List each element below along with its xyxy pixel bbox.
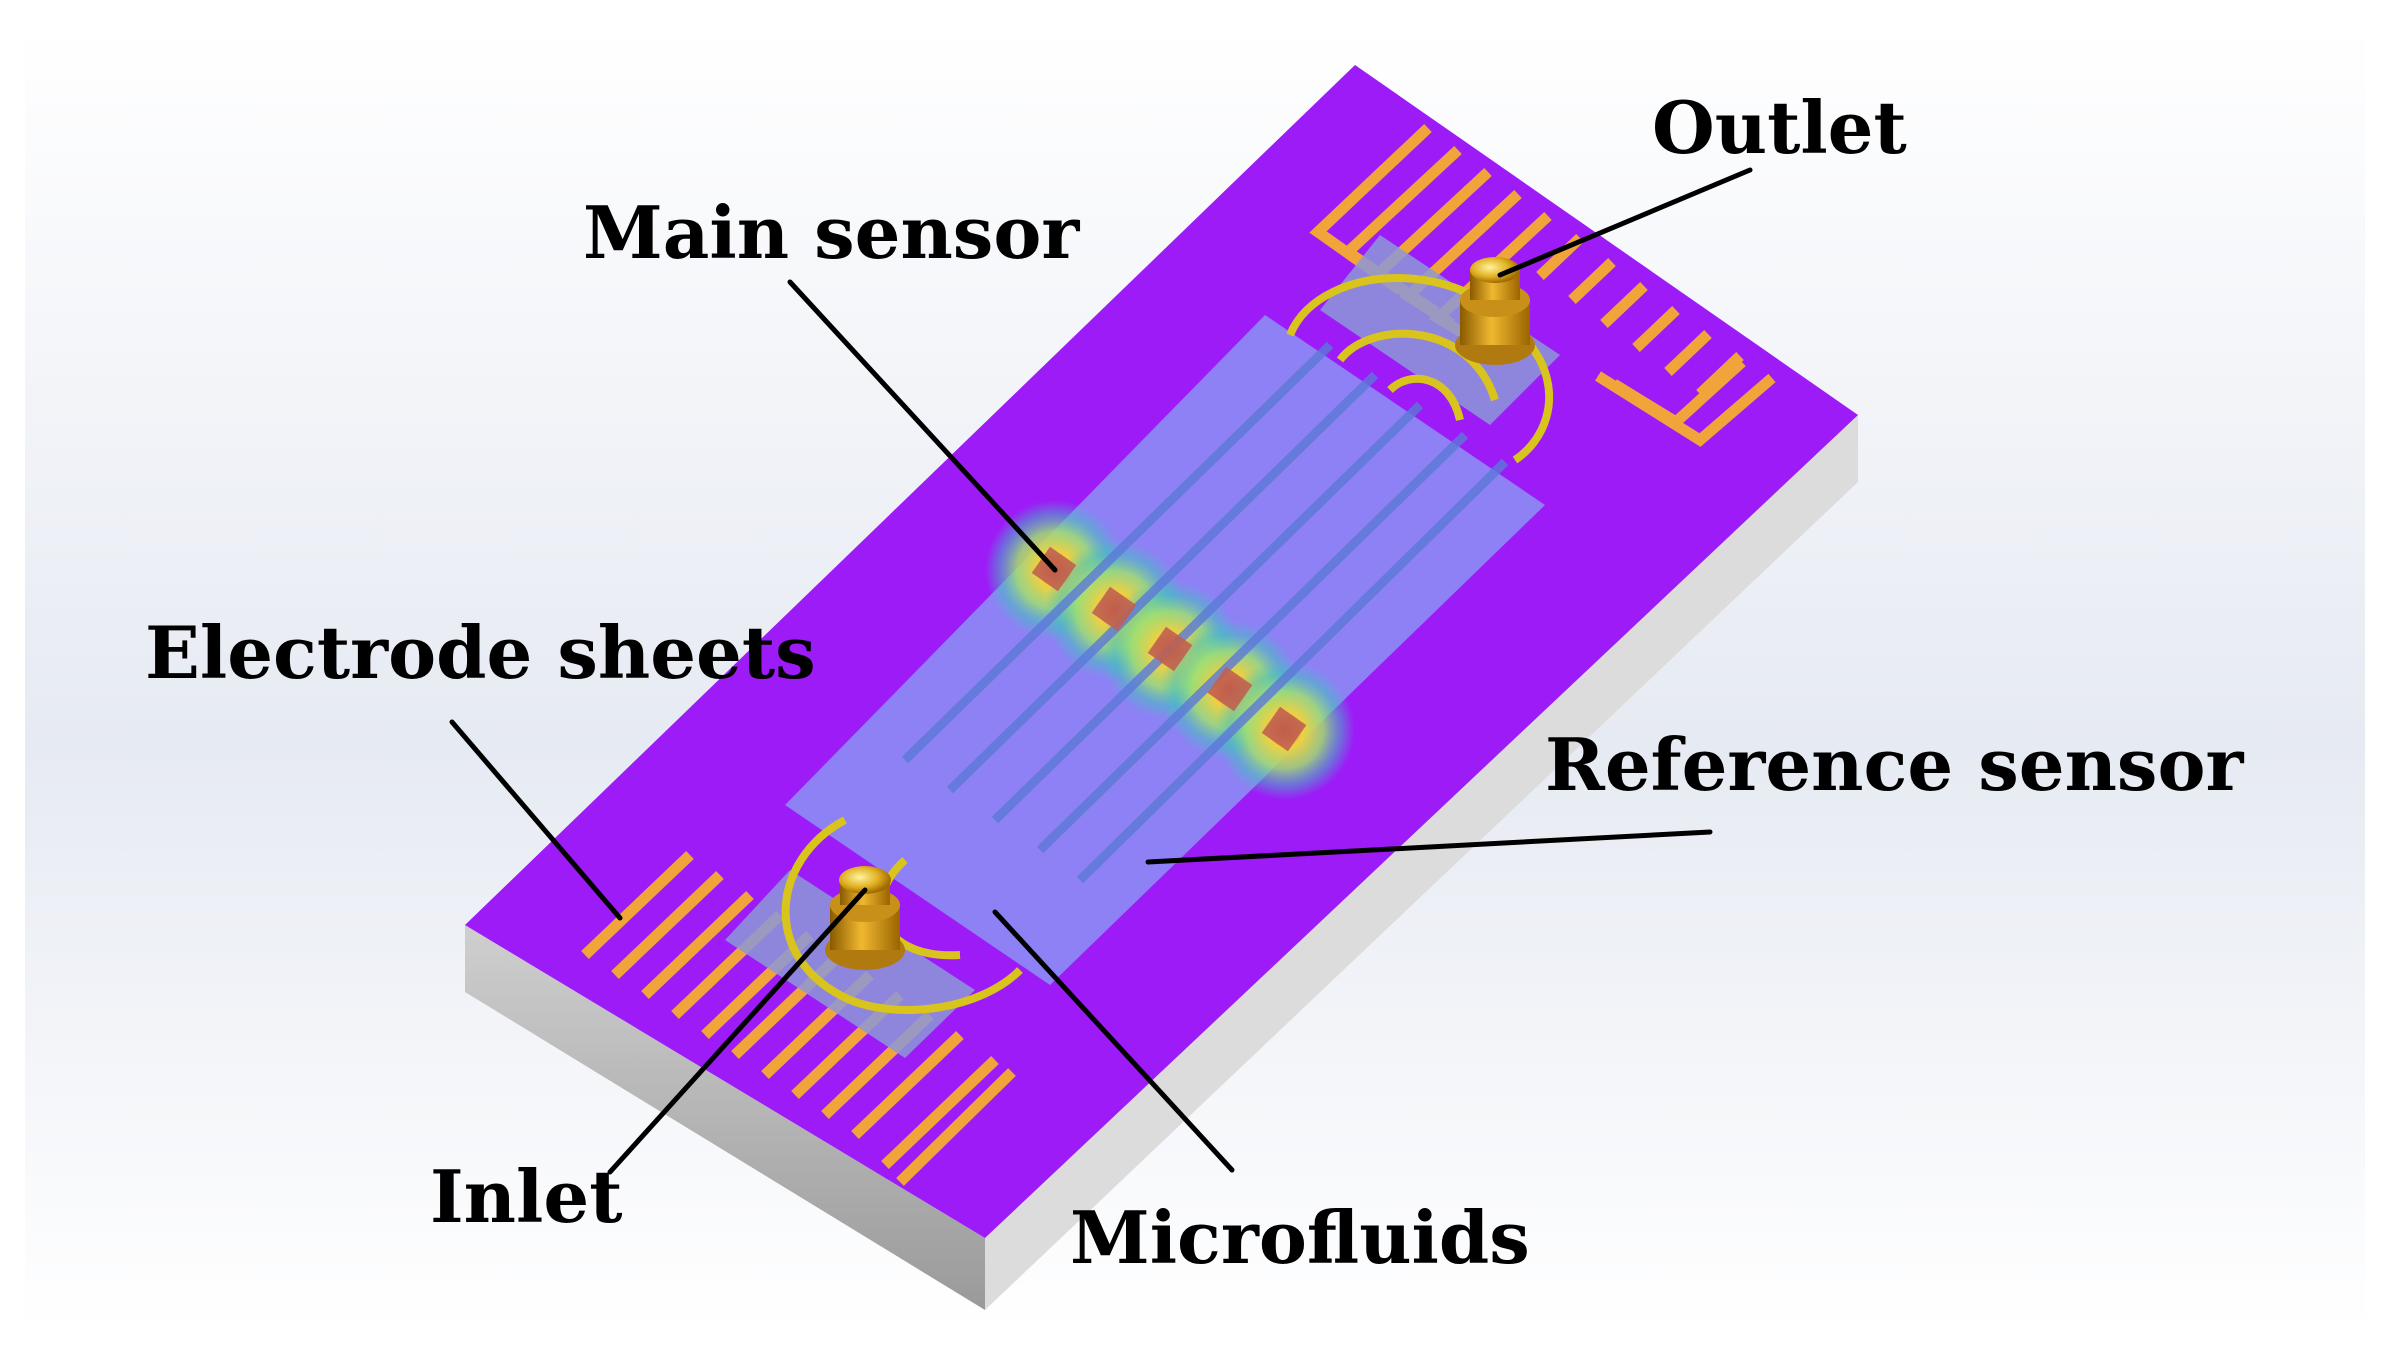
main-sensor-pad-5: [1261, 706, 1307, 752]
electrode-sheets-leader: [449, 719, 623, 921]
reference-sensor-label: Reference sensor: [1545, 722, 2244, 807]
substrate-side-right: [985, 415, 1858, 1310]
microfluids-leader: [992, 909, 1235, 1173]
main-sensor-leader: [787, 279, 1058, 573]
outlet-leader: [1497, 167, 1753, 278]
inlet-leader: [607, 887, 868, 1175]
main-sensor-pad-4: [1207, 666, 1253, 712]
substrate-side-front: [465, 925, 985, 1310]
main-sensor-pad-3: [1147, 626, 1193, 672]
electrode-sheets-label: Electrode sheets: [145, 610, 816, 695]
inlet-port: [825, 866, 905, 970]
main-sensor-pad-2: [1091, 586, 1137, 632]
outlet-port: [1455, 257, 1535, 365]
reference-sensor-leader: [1145, 829, 1713, 865]
sensor-pads: [1031, 546, 1307, 752]
main-sensor-label: Main sensor: [583, 190, 1080, 275]
inlet-label: Inlet: [430, 1154, 622, 1239]
microfluids-label: Microfluids: [1070, 1195, 1530, 1280]
microchannels: [901, 341, 1509, 884]
outlet-label: Outlet: [1652, 85, 1907, 170]
microfluidic-chip: [725, 235, 1560, 1058]
